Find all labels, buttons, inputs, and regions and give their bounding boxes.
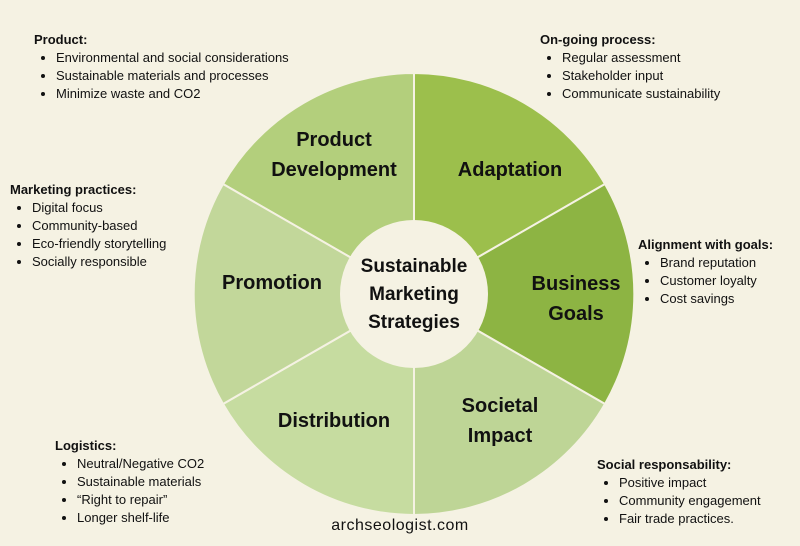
note-social-responsability: Social responsability: Positive impact C… <box>597 456 761 528</box>
note-logistics-item: Neutral/Negative CO2 <box>77 455 204 473</box>
note-alignment-title: Alignment with goals: <box>638 237 774 252</box>
note-ongoing-process: On-going process: Regular assessment Sta… <box>540 31 720 103</box>
note-logistics-title: Logistics: <box>55 438 117 453</box>
note-logistics-item: “Right to repair” <box>77 491 204 509</box>
center-title-line2: Marketing <box>369 284 459 305</box>
note-alignment-item: Cost savings <box>660 290 773 308</box>
note-ongoing-list: Regular assessment Stakeholder input Com… <box>540 49 720 103</box>
label-adaptation: Adaptation <box>458 159 562 181</box>
label-societal-impact-line2: Impact <box>468 425 533 447</box>
note-social-item: Fair trade practices. <box>619 510 761 528</box>
center-title-line3: Strategies <box>368 312 460 333</box>
segment-business-goals <box>411 182 636 406</box>
note-product-title: Product: <box>34 32 88 47</box>
note-ongoing-item: Stakeholder input <box>562 67 720 85</box>
note-product: Product: Environmental and social consid… <box>34 31 289 103</box>
label-business-goals-line1: Business <box>532 273 621 295</box>
note-logistics-item: Longer shelf-life <box>77 509 204 527</box>
note-marketing-item: Digital focus <box>32 199 166 217</box>
note-marketing-item: Community-based <box>32 217 166 235</box>
note-logistics: Logistics: Neutral/Negative CO2 Sustaina… <box>55 437 204 527</box>
footer-website: archseologist.com <box>331 517 469 534</box>
note-alignment-with-goals: Alignment with goals: Brand reputation C… <box>638 236 773 308</box>
note-product-item: Environmental and social considerations <box>56 49 289 67</box>
note-marketing-item: Socially responsible <box>32 253 166 271</box>
note-alignment-list: Brand reputation Customer loyalty Cost s… <box>638 254 773 308</box>
label-product-development-line1: Product <box>296 129 372 151</box>
label-promotion: Promotion <box>222 272 322 294</box>
note-alignment-item: Brand reputation <box>660 254 773 272</box>
label-distribution: Distribution <box>278 410 390 432</box>
center-title-line1: Sustainable <box>361 256 468 277</box>
label-societal-impact-line1: Societal <box>462 395 539 417</box>
note-ongoing-item: Communicate sustainability <box>562 85 720 103</box>
note-social-list: Positive impact Community engagement Fai… <box>597 474 761 528</box>
note-social-item: Positive impact <box>619 474 761 492</box>
note-product-item: Sustainable materials and processes <box>56 67 289 85</box>
note-marketing-practices: Marketing practices: Digital focus Commu… <box>10 181 166 271</box>
label-business-goals-line2: Goals <box>548 303 604 325</box>
note-marketing-list: Digital focus Community-based Eco-friend… <box>10 199 166 271</box>
label-product-development-line2: Development <box>271 159 397 181</box>
note-marketing-title: Marketing practices: <box>10 182 137 197</box>
segment-promotion <box>192 182 417 406</box>
note-alignment-item: Customer loyalty <box>660 272 773 290</box>
note-product-item: Minimize waste and CO2 <box>56 85 289 103</box>
note-logistics-list: Neutral/Negative CO2 Sustainable materia… <box>55 455 204 527</box>
note-logistics-item: Sustainable materials <box>77 473 204 491</box>
note-social-title: Social responsability: <box>597 457 732 472</box>
note-ongoing-title: On-going process: <box>540 32 656 47</box>
note-social-item: Community engagement <box>619 492 761 510</box>
note-ongoing-item: Regular assessment <box>562 49 720 67</box>
note-marketing-item: Eco-friendly storytelling <box>32 235 166 253</box>
note-product-list: Environmental and social considerations … <box>34 49 289 103</box>
center-circle <box>340 220 488 368</box>
